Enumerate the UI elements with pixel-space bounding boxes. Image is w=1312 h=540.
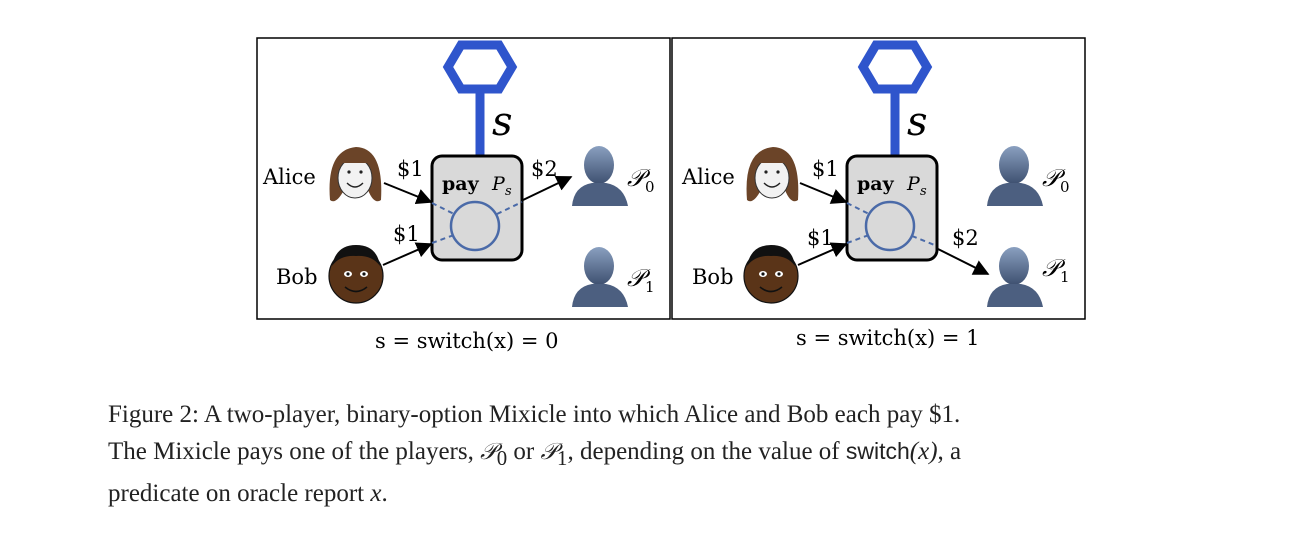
dash-in-top (846, 202, 870, 215)
dash-in-top (431, 202, 455, 215)
pay-box-label: pay (442, 173, 480, 195)
pay-box-sub: s (505, 184, 512, 199)
p0-sub: 0 (645, 178, 655, 196)
bob-amount: $1 (393, 222, 420, 246)
mix-circle (864, 200, 916, 252)
alice-label: Alice (262, 165, 316, 189)
alice-arrow (383, 182, 433, 205)
pay-box-label: pay (857, 173, 895, 195)
bob-avatar-icon (328, 245, 384, 304)
bob-arrow (382, 242, 433, 266)
panel-switch-1: s pay P s Alice $1 Bob $1 (671, 37, 1086, 320)
pay-box (430, 154, 524, 262)
p1-sub: 1 (645, 278, 655, 296)
p1-person-icon (987, 247, 1043, 307)
payout-amount: $2 (952, 226, 979, 250)
p0-sub: 0 (1060, 178, 1070, 196)
oracle-hexagon-icon (442, 40, 518, 94)
bob-arrow (797, 242, 848, 266)
alice-amount: $1 (812, 157, 839, 181)
bob-label: Bob (276, 265, 318, 289)
panel-caption-1: s = switch(x) = 1 (796, 326, 979, 350)
dash-in-bottom (431, 234, 455, 244)
payout-arrow (522, 176, 573, 201)
alice-label: Alice (681, 165, 735, 189)
payout-arrow (937, 248, 990, 275)
dash-out (911, 235, 938, 247)
bob-label: Bob (692, 265, 734, 289)
payout-amount: $2 (531, 157, 558, 181)
pay-box-var: P (491, 173, 506, 195)
caption-line-1: Figure 2: A two-player, binary-option Mi… (108, 401, 961, 428)
p1-person-icon (572, 247, 628, 307)
caption-line-3: predicate on oracle report x. (108, 480, 388, 507)
mix-circle (449, 200, 501, 252)
panel-switch-0: s pay P s Alice $1 Bob (256, 37, 671, 320)
p0-person-icon (572, 146, 628, 206)
alice-amount: $1 (397, 157, 424, 181)
alice-arrow (799, 182, 848, 204)
pay-box-var: P (906, 173, 921, 195)
alice-avatar-icon (329, 147, 382, 202)
caption-line-2: The Mixicle pays one of the players, 𝒫0 … (108, 438, 962, 470)
oracle-signal-label: s (907, 99, 928, 145)
figure-caption: Figure 2: A two-player, binary-option Mi… (108, 397, 1268, 512)
pay-box (845, 154, 939, 262)
p1-sub: 1 (1060, 268, 1070, 286)
oracle-hexagon-icon (857, 40, 933, 94)
bob-avatar-icon (743, 245, 799, 304)
panel-caption-0: s = switch(x) = 0 (375, 329, 558, 353)
bob-amount: $1 (807, 226, 834, 250)
alice-avatar-icon (746, 147, 799, 202)
dash-in-bottom (846, 234, 870, 244)
oracle-signal-label: s (492, 99, 513, 145)
pay-box-sub: s (920, 184, 927, 199)
dash-out (496, 201, 523, 215)
p0-person-icon (987, 146, 1043, 206)
